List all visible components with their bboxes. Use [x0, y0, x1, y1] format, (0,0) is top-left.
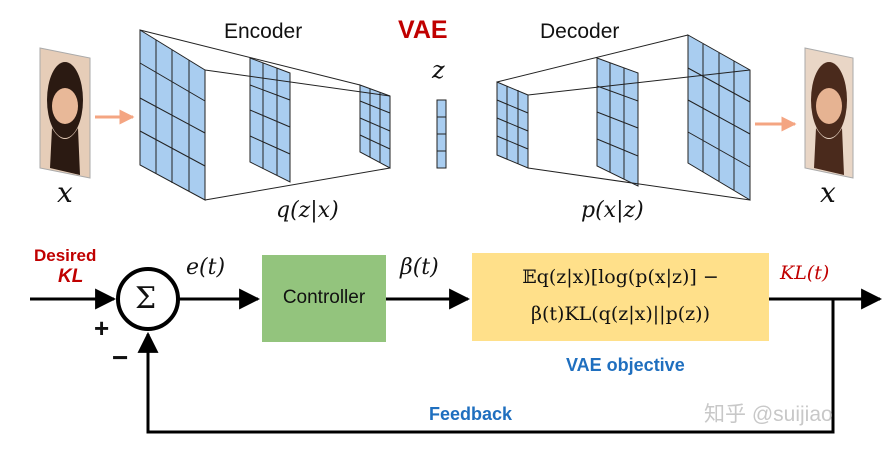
input-face-image — [39, 47, 91, 179]
encoder-layer-2 — [249, 57, 291, 183]
encoder-network — [139, 29, 391, 201]
feedback-label: Feedback — [429, 404, 513, 424]
error-label: e(t) — [186, 255, 226, 280]
vae-title: VAE — [398, 16, 448, 44]
feedback-path — [137, 299, 835, 434]
objective-block — [472, 253, 769, 341]
kl-output-label: KL(t) — [780, 262, 830, 284]
decoder-label: Decoder — [540, 20, 620, 43]
beta-label: β(t) — [400, 255, 439, 280]
decoder-distribution-label: p(x|z) — [581, 198, 644, 223]
decoder-layer-1 — [496, 81, 529, 169]
minus-sign: − — [112, 342, 129, 373]
desired-kl-label-line1: Desired — [34, 246, 97, 265]
output-x-label: x — [820, 176, 836, 209]
watermark: 知乎 @suijiao — [704, 403, 833, 426]
latent-z-label: z — [432, 56, 445, 84]
encoder-layer-3 — [359, 84, 391, 169]
input-x-label: x — [57, 176, 73, 209]
plus-sign: + — [94, 313, 110, 343]
desired-kl-label-line2: KL — [58, 266, 84, 287]
controller-label: Controller — [282, 287, 366, 308]
encoder-distribution-label: q(z|x) — [276, 198, 339, 223]
encoder-layer-1 — [139, 29, 206, 201]
decoder-network — [496, 34, 751, 201]
objective-line2: β(t)KL(q(z|x)||p(z)) — [531, 303, 710, 325]
latent-vector — [436, 99, 447, 169]
encoder-label: Encoder — [224, 20, 303, 43]
decoder-layer-2 — [596, 57, 639, 187]
output-face-image — [804, 47, 854, 179]
objective-caption: VAE objective — [566, 355, 685, 375]
objective-line1: 𝔼q(z|x)[log(p(x|z)] − — [522, 266, 719, 288]
controller-block — [262, 255, 386, 342]
decoder-layer-3 — [687, 34, 751, 201]
sum-symbol: Σ — [135, 281, 157, 316]
